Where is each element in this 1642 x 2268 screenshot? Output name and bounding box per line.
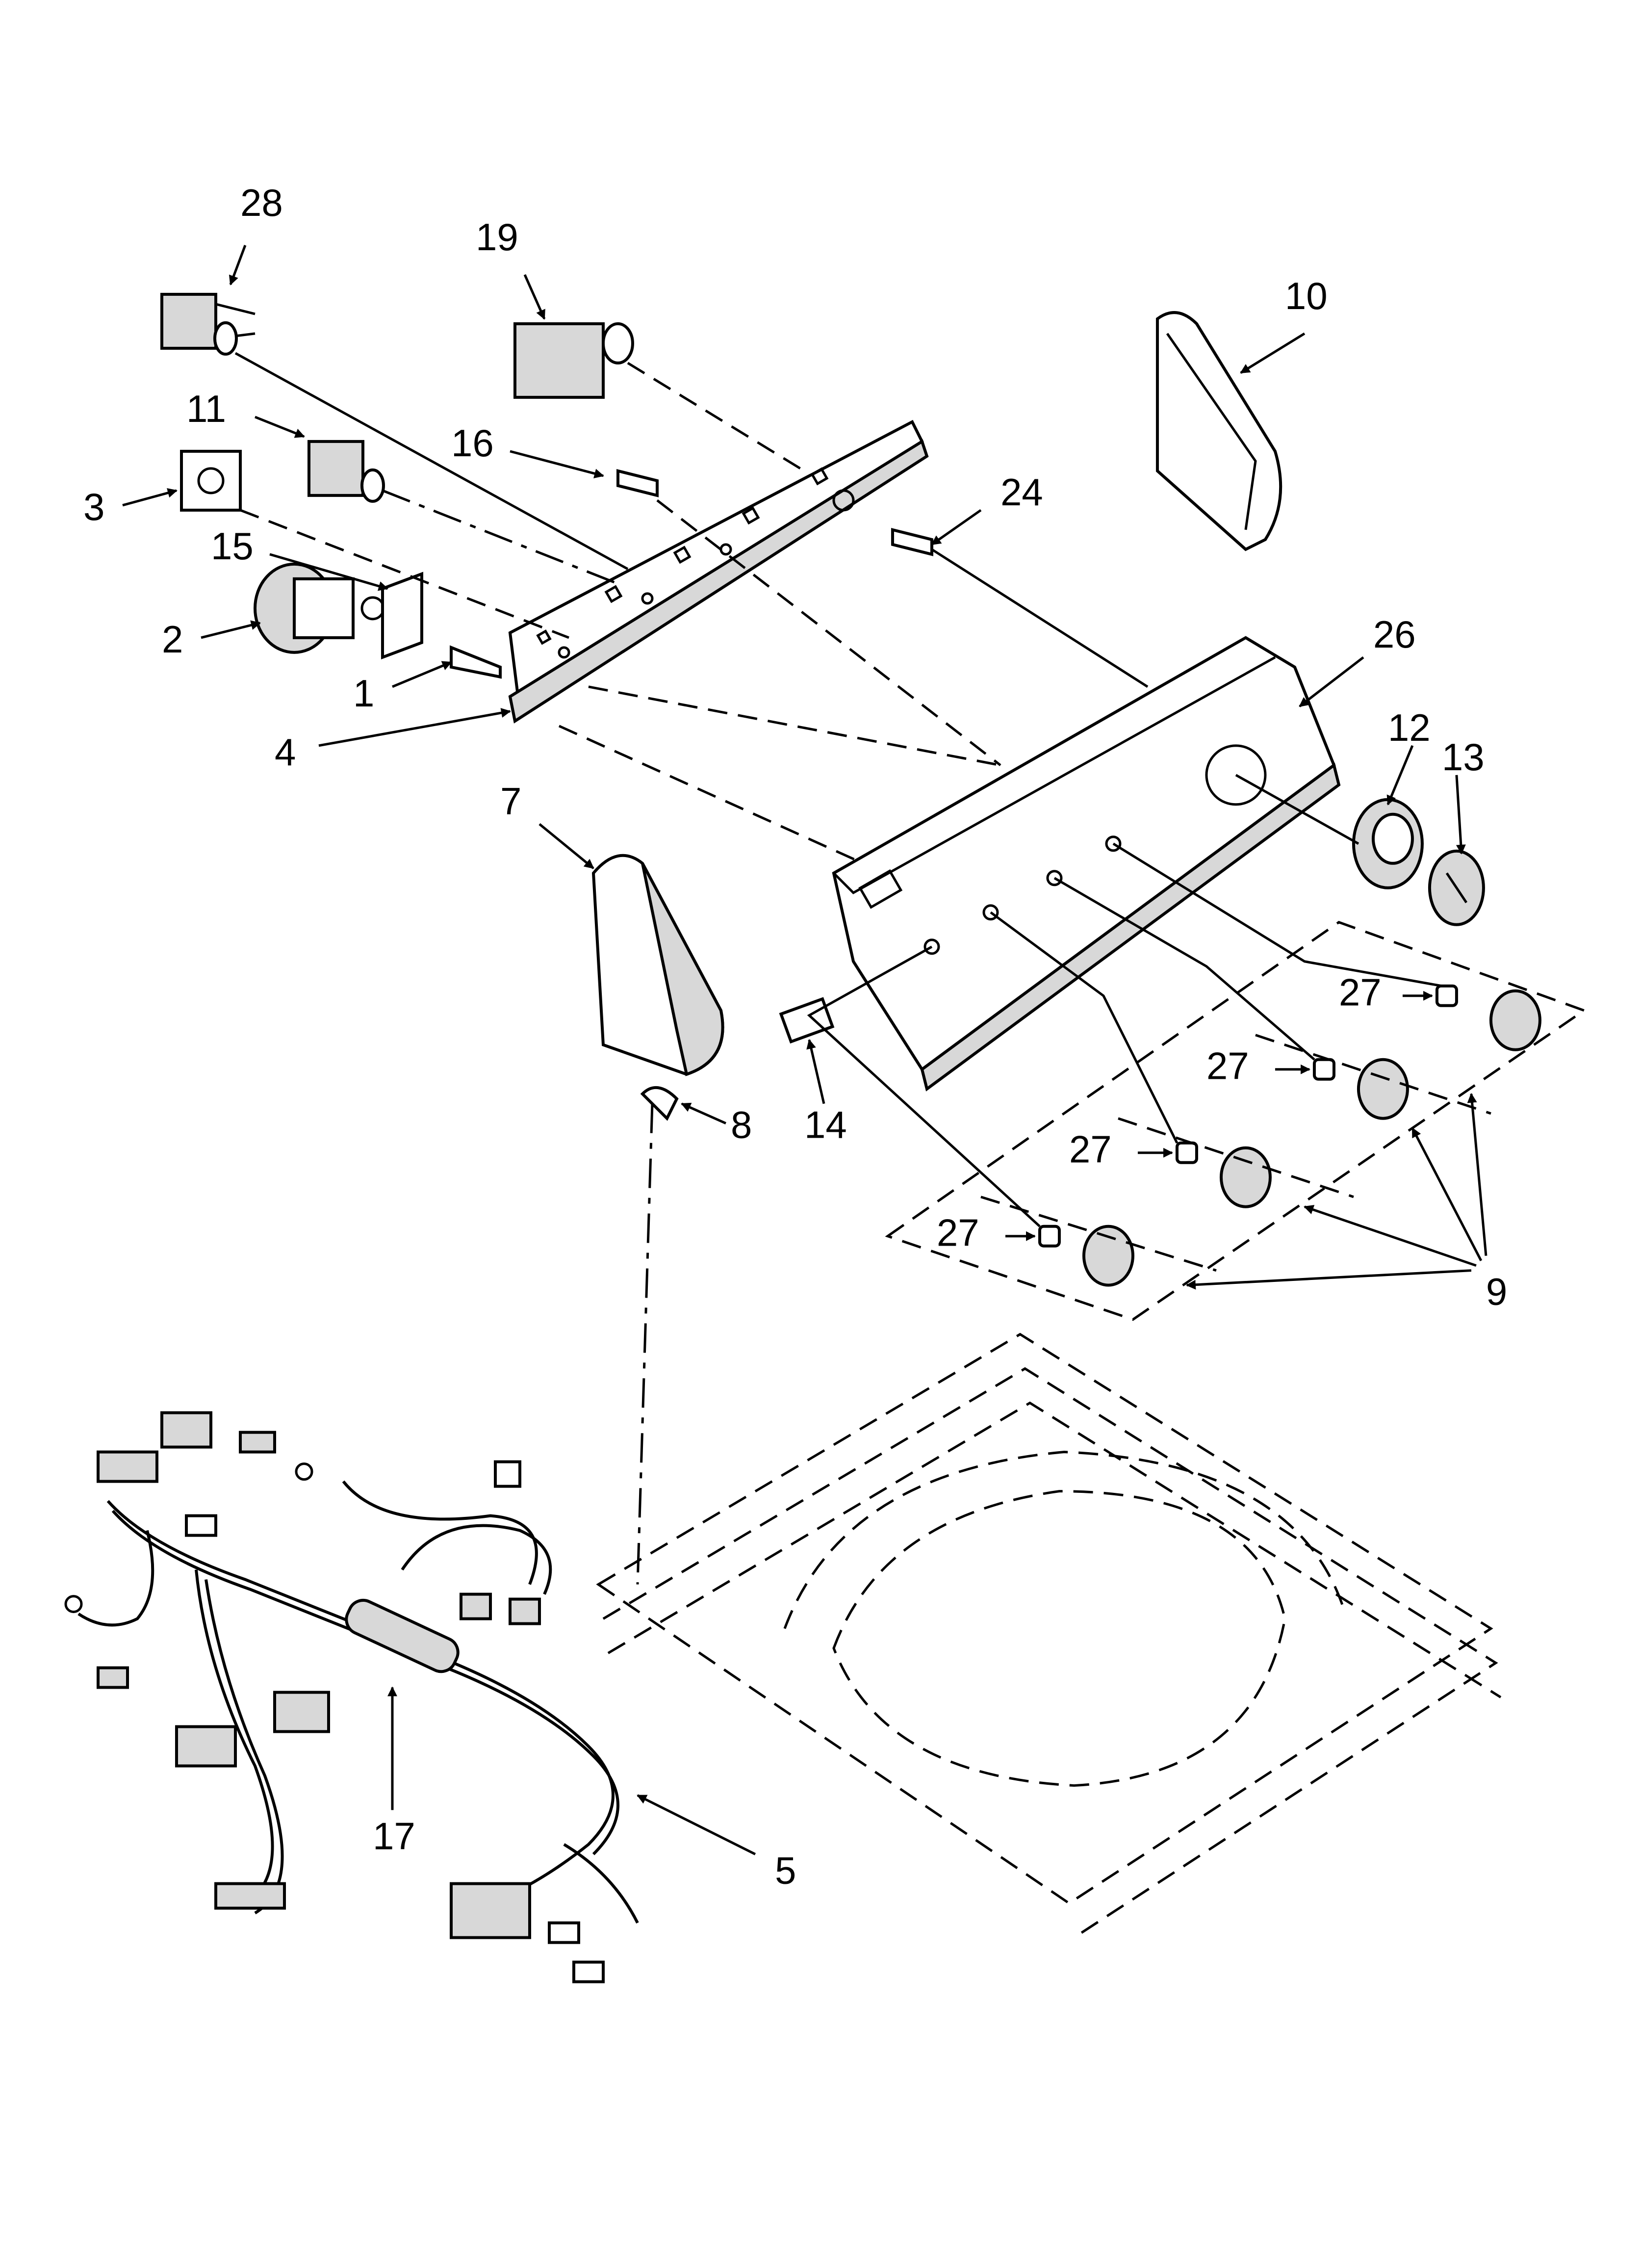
label-27-a: 27: [1339, 971, 1382, 1014]
screw-16: [616, 469, 659, 497]
label-7: 7: [500, 780, 521, 823]
screw-24: [891, 528, 933, 556]
assembly-lines: [234, 352, 1442, 1585]
endcap-right: [1155, 311, 1283, 551]
switch-11: [307, 440, 385, 503]
label-2: 2: [162, 618, 183, 661]
label-12: 12: [1388, 706, 1431, 749]
label-26: 26: [1373, 613, 1416, 656]
switch-3: [180, 449, 242, 512]
label-24: 24: [1001, 470, 1043, 514]
timer-19: [513, 322, 634, 399]
clip-8: [640, 1086, 679, 1121]
label-28: 28: [240, 181, 283, 224]
switch-28: [160, 292, 256, 356]
label-4: 4: [275, 730, 296, 774]
label-17: 17: [373, 1815, 415, 1858]
bracket-15: [381, 572, 423, 660]
label-16: 16: [451, 421, 494, 465]
endcap-left: [591, 854, 724, 1076]
label-15: 15: [211, 524, 254, 568]
control-bracket: [508, 419, 929, 724]
knob-12: [1352, 798, 1424, 889]
label-13: 13: [1442, 735, 1485, 779]
label-5: 5: [775, 1849, 796, 1892]
screw-1: [449, 645, 502, 679]
cabinet-top: [596, 1332, 1502, 1939]
label-14: 14: [804, 1103, 847, 1147]
callout-arrows: [122, 245, 1488, 1855]
wire-harness: [64, 1411, 639, 1983]
knob-9: [1082, 989, 1541, 1287]
label-19: 19: [476, 215, 518, 259]
callout-labels: 28 19 10 11 16 24 3 15 2 1 4 26 12 13 7 …: [83, 181, 1507, 1892]
label-27-b: 27: [1206, 1044, 1249, 1088]
label-11: 11: [186, 387, 226, 430]
label-8: 8: [731, 1103, 752, 1147]
console-panel: [832, 636, 1341, 1092]
label-9: 9: [1486, 1270, 1507, 1313]
knob-group-box: [885, 920, 1587, 1321]
motor-2: [253, 562, 385, 654]
label-27-c: 27: [1069, 1128, 1112, 1171]
label-10: 10: [1285, 274, 1328, 317]
label-1: 1: [353, 672, 374, 715]
label-27-d: 27: [937, 1211, 979, 1254]
knob-13: [1428, 849, 1485, 926]
insert-27: [1038, 984, 1458, 1248]
label-3: 3: [83, 485, 104, 528]
